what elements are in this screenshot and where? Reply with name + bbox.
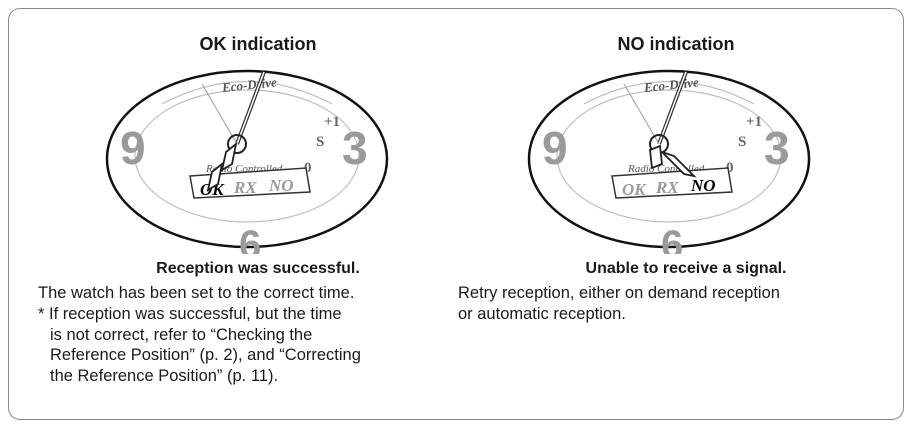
scale-s: S <box>316 134 324 150</box>
no-indication-title: NO indication <box>617 34 735 54</box>
scale-plus-one: +1 <box>324 114 340 130</box>
watch-inner-ring <box>134 89 360 223</box>
hour-9: 9 <box>120 122 146 174</box>
scale-plus-one: +1 <box>746 114 762 130</box>
ok-note-line: is not correct, refer to “Checking the <box>50 325 313 344</box>
dial-arc <box>161 80 333 105</box>
hour-3: 3 <box>764 122 790 174</box>
hour-9: 9 <box>542 122 568 174</box>
second-hand <box>623 83 660 145</box>
hour-6: 6 <box>239 223 261 254</box>
hand-pivot <box>227 134 247 154</box>
hour-hand <box>220 141 238 172</box>
no-heading: Unable to receive a signal. <box>585 260 787 277</box>
watch-bezel <box>105 69 389 249</box>
no-body-text: Retry reception, either on demand recept… <box>458 283 878 324</box>
ok-heading: Reception was successful. <box>156 260 360 277</box>
pointer-hand-ok <box>206 161 224 192</box>
indicator-no: NO <box>268 176 294 195</box>
no-body-line: Retry reception, either on demand recept… <box>458 284 780 302</box>
indicator-ok: OK <box>622 180 647 199</box>
ok-body-text: The watch has been set to the correct ti… <box>38 284 355 302</box>
brand-eco-drive: Eco-Drive <box>642 74 699 95</box>
indicator-ok: OK <box>200 180 225 199</box>
watch-inner-ring <box>556 89 782 223</box>
indicator-rx: RX <box>233 178 257 197</box>
hour-3: 3 <box>342 122 368 174</box>
no-body-line: or automatic reception. <box>458 304 626 323</box>
ok-indication-panel: OK indication 9 3 6 Eco-Drive Radio Cont… <box>38 0 478 429</box>
ok-note-line: the Reference Position” (p. 11). <box>50 366 279 385</box>
indicator-rx: RX <box>655 178 679 197</box>
indicator-no: NO <box>690 176 716 195</box>
ok-note-line: * If reception was successful, but the t… <box>38 305 342 323</box>
content-frame <box>8 8 904 420</box>
dial-arc <box>583 80 755 105</box>
hour-hand <box>649 144 663 170</box>
no-indication-panel: NO indication 9 3 6 Eco-Drive Radio Cont… <box>456 0 896 429</box>
ok-indication-title: OK indication <box>199 34 317 54</box>
ok-note: * If reception was successful, but the t… <box>38 304 448 386</box>
brand-eco-drive: Eco-Drive <box>220 74 277 95</box>
scale-s: S <box>738 134 746 150</box>
pointer-hand-no <box>661 151 697 178</box>
second-hand <box>201 83 238 145</box>
ok-note-line: Reference Position” (p. 2), and “Correct… <box>50 346 361 364</box>
scale-zero: 0 <box>726 160 734 176</box>
ok-watch-dial-illustration: 9 3 6 Eco-Drive Radio Controlled +1 S 0 … <box>105 69 389 254</box>
no-watch-dial-illustration: 9 3 6 Eco-Drive Radio Controlled +1 S 0 … <box>527 69 811 254</box>
scale-zero: 0 <box>304 160 312 176</box>
hour-6: 6 <box>661 223 683 254</box>
